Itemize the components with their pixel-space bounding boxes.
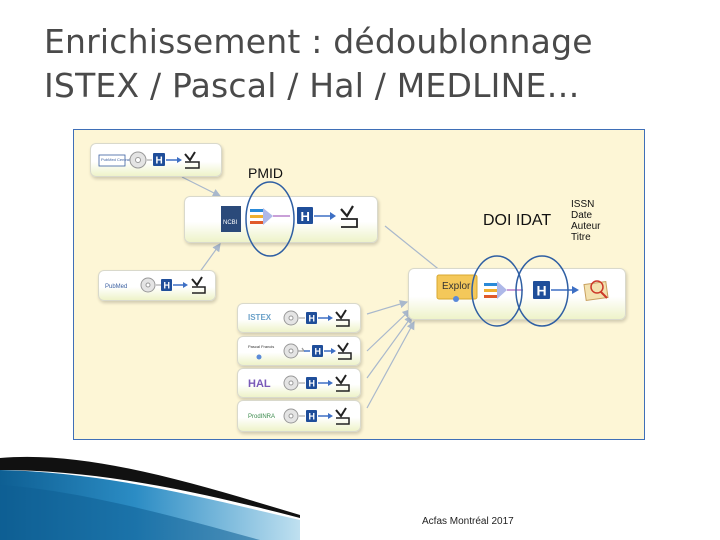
- istex-logo: ISTEX: [248, 313, 272, 322]
- source-pubmed: PubMed H: [98, 270, 216, 301]
- svg-text:H: H: [309, 379, 316, 389]
- arrow-pascal-to-explore: [366, 309, 411, 352]
- arrow-prodinra-to-explore: [366, 320, 415, 409]
- pascal-francis-logo: Pascal Francis: [248, 344, 274, 349]
- svg-text:H: H: [164, 281, 171, 291]
- workflow-diagram: PubMed Central H NCBI H PMID PubMed: [73, 129, 645, 440]
- footer-text: Acfas Montréal 2017: [422, 516, 514, 527]
- pubmed-central-logo: [98, 154, 126, 167]
- idat-ellipse: [515, 255, 569, 327]
- svg-text:H: H: [537, 283, 547, 299]
- arrow-istex-to-explore: [366, 300, 409, 315]
- source-prodinra: ProdINRA H: [237, 400, 361, 432]
- metadata-field-issn: ISSN: [571, 199, 595, 210]
- ncbi-logo-text: NCBI: [223, 220, 238, 226]
- explore-logo-text: Explor: [442, 281, 471, 292]
- ncbi-hal-letter: H: [301, 209, 310, 224]
- pubmed-logo: PubMed: [105, 284, 127, 290]
- ncbi-process-box: NCBI H: [184, 196, 378, 243]
- slide-title: Enrichissement : dédoublonnage ISTEX / P…: [44, 20, 593, 108]
- arrow-pmc-to-ncbi: [181, 176, 222, 197]
- source-pascal-francis: Pascal Francis H: [237, 336, 361, 366]
- arrow-hal-to-explore: [366, 315, 413, 379]
- doi-idat-ellipses: [471, 255, 569, 327]
- source-pubmed-central: PubMed Central H: [90, 143, 222, 177]
- result-document-icon: [583, 280, 609, 302]
- prodinra-logo: ProdINRA: [248, 414, 275, 420]
- magnifier-icon: [590, 280, 604, 294]
- pmid-ellipse: [245, 181, 295, 257]
- source-istex: ISTEX H: [237, 303, 361, 333]
- doi-ellipse: [471, 255, 523, 327]
- slide-title-line-2: ISTEX / Pascal / Hal / MEDLINE…: [44, 66, 580, 105]
- hal-logo: HAL: [248, 378, 271, 390]
- pubmed-central-logo-text: PubMed Central: [101, 157, 130, 162]
- metadata-field-auteur: Auteur: [571, 221, 601, 232]
- slide-title-line-1: Enrichissement : dédoublonnage: [44, 22, 593, 61]
- svg-text:H: H: [156, 156, 163, 167]
- metadata-field-titre: Titre: [571, 232, 591, 243]
- doi-idat-label: DOI IDAT: [483, 212, 552, 229]
- source-hal: HAL H: [237, 368, 361, 398]
- svg-text:H: H: [309, 412, 316, 422]
- decorative-swoosh: [0, 456, 300, 540]
- metadata-field-date: Date: [571, 210, 593, 221]
- svg-text:H: H: [315, 347, 322, 357]
- metadata-fields: ISSN Date Auteur Titre: [571, 199, 600, 243]
- ncbi-logo: [221, 206, 241, 232]
- svg-text:H: H: [309, 314, 316, 324]
- pmid-label: PMID: [248, 165, 283, 181]
